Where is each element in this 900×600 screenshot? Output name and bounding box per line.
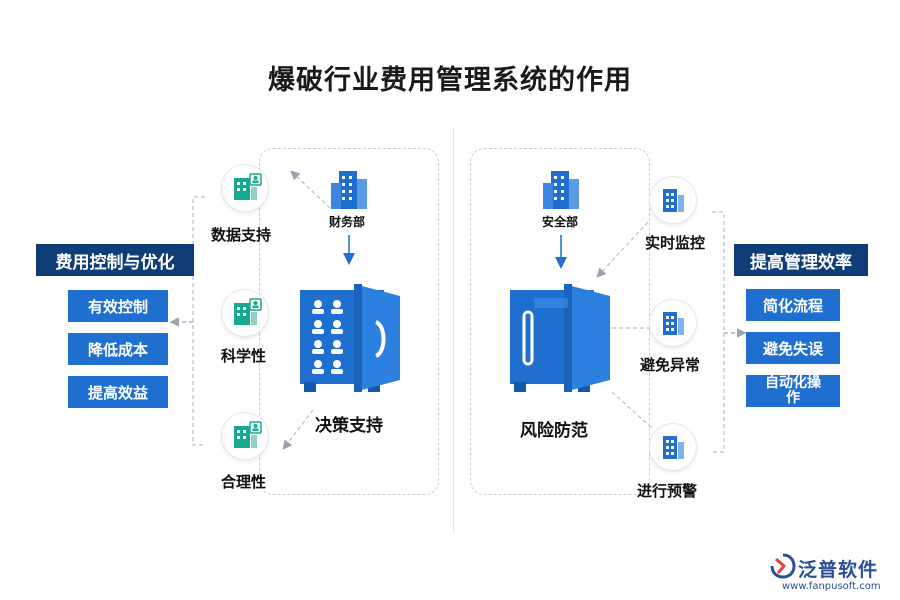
center-divider [453, 128, 454, 533]
right-button-3: 自动化操作 [746, 375, 840, 407]
data-support-label: 数据支持 [211, 226, 272, 244]
safe-box-icon [510, 284, 610, 392]
brand-logo-icon [770, 553, 796, 579]
building-icon [663, 436, 684, 459]
left-button-1: 有效控制 [68, 290, 168, 322]
safety-building-icon [543, 171, 579, 209]
early-warning-label: 进行预警 [637, 482, 698, 500]
scientific-node [222, 290, 268, 336]
page-title: 爆破行业费用管理系统的作用 [268, 65, 632, 96]
building-person-icon [234, 298, 262, 325]
finance-building-icon [331, 171, 367, 209]
data-support-node [222, 165, 268, 211]
finance-dept-label: 财务部 [326, 213, 369, 230]
left-header: 费用控制与优化 [36, 244, 194, 276]
brand-url: www.fanpusoft.com [782, 581, 881, 592]
right-header: 提高管理效率 [734, 244, 868, 276]
risk-prevention-label: 风险防范 [520, 421, 588, 441]
realtime-monitor-label: 实时监控 [645, 234, 706, 252]
building-person-icon [234, 421, 262, 448]
building-icon [663, 189, 684, 212]
building-person-icon [234, 173, 262, 200]
avoid-anomaly-label: 避免异常 [640, 356, 701, 374]
left-button-3: 提高效益 [68, 376, 168, 408]
scientific-label: 科学性 [221, 347, 267, 365]
early-warning-node [650, 424, 696, 470]
left-button-2: 降低成本 [68, 333, 168, 365]
rationality-label: 合理性 [221, 473, 267, 491]
brand-name: 泛普软件 [798, 559, 879, 581]
right-dashed-panel [470, 148, 650, 495]
decision-support-label: 决策支持 [315, 416, 383, 436]
document-safe-icon [300, 284, 400, 392]
building-icon [663, 312, 684, 335]
right-button-3-label: 自动化操作 [765, 375, 821, 406]
avoid-anomaly-node [650, 300, 696, 346]
rationality-node [222, 413, 268, 459]
safety-dept-label: 安全部 [539, 213, 582, 230]
right-button-1: 简化流程 [746, 289, 840, 321]
realtime-monitor-node [650, 177, 696, 223]
right-button-2: 避免失误 [746, 332, 840, 364]
